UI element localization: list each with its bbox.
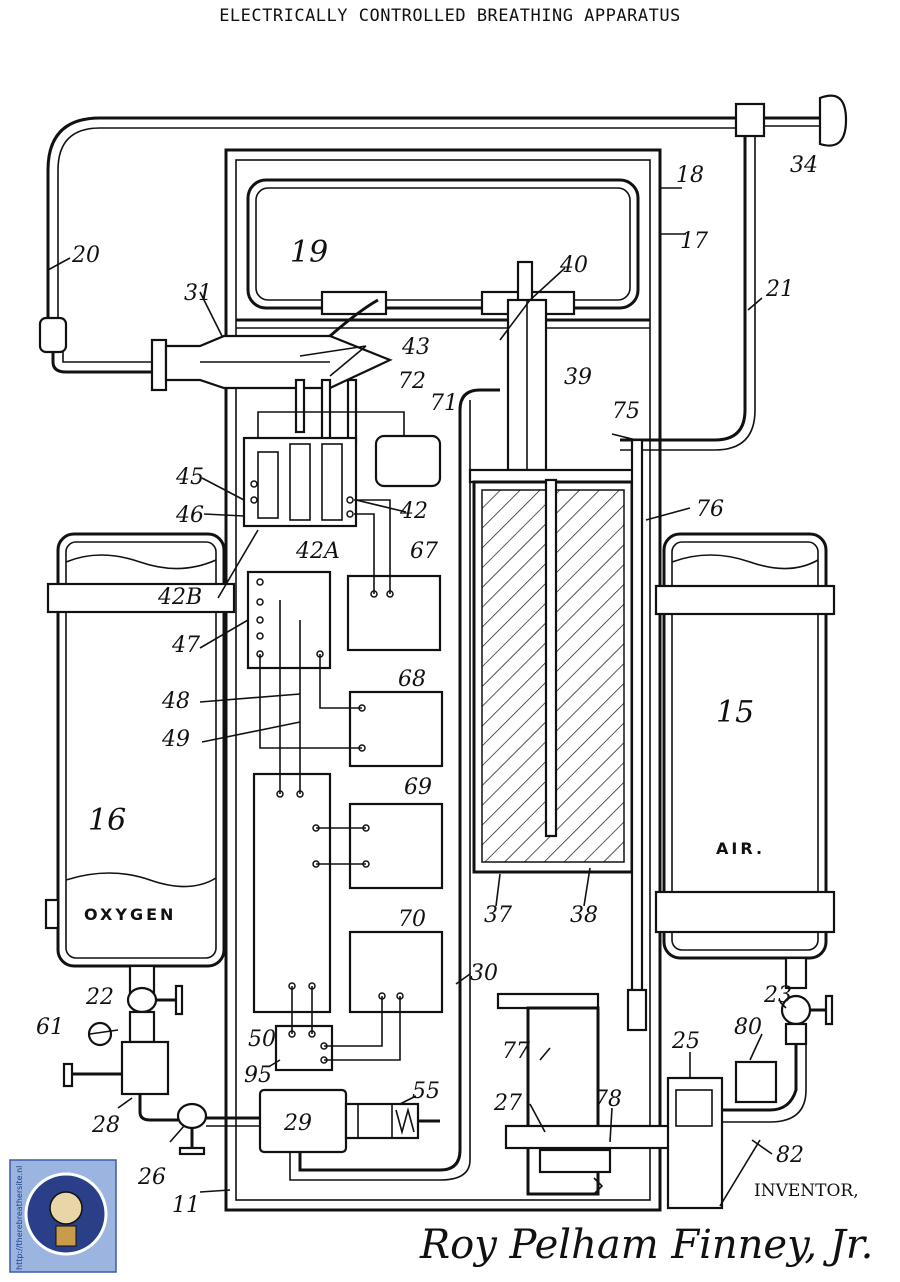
tube-76 (626, 438, 648, 1032)
label-26: 26 (137, 1165, 166, 1190)
label-75: 75 (612, 399, 640, 424)
label-39: 39 (564, 365, 592, 390)
unit-70 (348, 930, 444, 1014)
oxygen-cylinder (44, 532, 236, 968)
label-67: 67 (410, 539, 438, 564)
label-50: 50 (248, 1027, 276, 1052)
site-logo: http://therebreathersite.nl (9, 1159, 117, 1273)
label-25: 25 (671, 1029, 700, 1054)
label-77: 77 (502, 1039, 530, 1064)
unit-69 (348, 802, 444, 890)
label-48: 48 (161, 689, 190, 714)
valve-stems (294, 378, 358, 444)
label-47: 47 (171, 633, 200, 658)
leader-lines (47, 187, 787, 1193)
air-valve (780, 956, 834, 1046)
label-78: 78 (594, 1087, 622, 1112)
label-23: 23 (763, 983, 792, 1008)
label-68: 68 (398, 667, 426, 692)
air-label: AIR. (716, 839, 765, 858)
label-80: 80 (734, 1015, 762, 1040)
label-40: 40 (559, 253, 588, 278)
label-61: 61 (36, 1015, 64, 1040)
oxygen-label: OXYGEN (84, 905, 176, 924)
supply-pipe-27 (504, 1040, 807, 1210)
label-46: 46 (175, 503, 204, 528)
label-70: 70 (398, 907, 426, 932)
label-42a: 42A (295, 539, 340, 564)
reference-numerals: 20 18 17 19 40 21 31 34 43 72 71 39 75 7… (36, 153, 818, 1218)
page-title: ELECTRICALLY CONTROLLED BREATHING APPARA… (219, 6, 681, 26)
hose-21 (620, 136, 756, 451)
solenoid-block (242, 436, 358, 528)
air-cylinder (654, 532, 836, 960)
label-34: 34 (790, 153, 818, 178)
label-55: 55 (412, 1079, 440, 1104)
switch-95 (274, 986, 401, 1072)
label-21: 21 (765, 277, 794, 302)
label-18: 18 (676, 163, 704, 188)
unit-68 (259, 654, 444, 768)
inventor-label: INVENTOR, (754, 1181, 859, 1201)
label-45: 45 (175, 465, 204, 490)
label-20: 20 (71, 243, 100, 268)
label-72: 72 (398, 369, 426, 394)
label-43: 43 (401, 335, 430, 360)
label-28: 28 (91, 1113, 120, 1138)
label-15: 15 (716, 695, 754, 730)
label-30: 30 (470, 961, 498, 986)
label-17: 17 (680, 229, 708, 254)
relay-47 (246, 570, 332, 670)
oxygen-valves (62, 964, 260, 1156)
tube-39 (506, 260, 548, 480)
inventor-signature: Roy Pelham Finney, Jr. (419, 1222, 873, 1268)
absorbent-canister (468, 468, 636, 874)
battery (374, 434, 442, 488)
label-82: 82 (776, 1143, 804, 1168)
watermark-text: http://therebreathersite.nl (15, 1166, 24, 1270)
label-49: 49 (161, 727, 190, 752)
label-31: 31 (184, 281, 212, 306)
hose-20 (38, 116, 740, 374)
regulator-77 (496, 992, 612, 1196)
label-22: 22 (85, 985, 114, 1010)
mouthpiece (734, 94, 848, 147)
label-16: 16 (88, 803, 126, 838)
control-unit-50 (252, 600, 366, 1014)
pipe-30 (298, 410, 462, 1172)
unit-67 (346, 499, 442, 652)
label-19: 19 (290, 235, 328, 270)
label-42: 42 (399, 499, 428, 524)
outer-casing (224, 148, 662, 1212)
label-11: 11 (172, 1193, 200, 1218)
label-76: 76 (696, 497, 724, 522)
label-27: 27 (493, 1091, 522, 1116)
solenoid-valve-29 (258, 1088, 440, 1154)
label-69: 69 (404, 775, 432, 800)
label-37: 37 (484, 903, 512, 928)
venturi-injector (150, 298, 393, 392)
label-71: 71 (430, 391, 458, 416)
label-42b: 42B (157, 585, 202, 610)
label-38: 38 (570, 903, 598, 928)
label-29: 29 (283, 1111, 312, 1136)
label-95: 95 (244, 1063, 272, 1088)
